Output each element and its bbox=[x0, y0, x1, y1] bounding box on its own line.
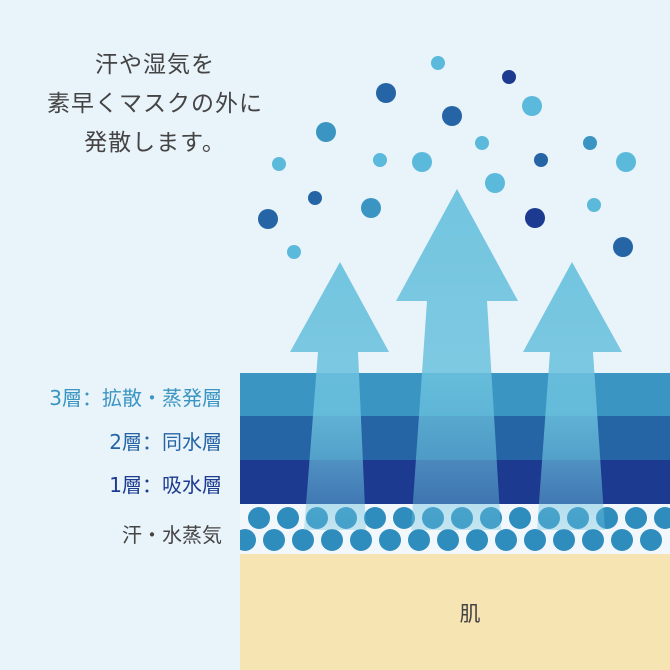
caption-line-1: 汗や湿気を bbox=[95, 52, 215, 78]
label-sweat-vapor: 汗・水蒸気 bbox=[122, 523, 222, 547]
vapor-arrows bbox=[290, 189, 622, 530]
label-layer-3: 3層：拡散・蒸発層 bbox=[49, 386, 222, 410]
label-layer-1: 1層：吸水層 bbox=[109, 473, 222, 497]
arrow-center bbox=[396, 189, 518, 530]
label-skin: 肌 bbox=[459, 602, 481, 626]
caption-line-2: 素早くマスクの外に bbox=[47, 91, 263, 117]
arrow-right bbox=[523, 262, 622, 530]
skin-area bbox=[240, 554, 670, 670]
caption: 汗や湿気を 素早くマスクの外に 発散します。 bbox=[0, 46, 310, 163]
floating-droplets bbox=[258, 56, 636, 259]
arrow-left bbox=[290, 262, 389, 530]
caption-line-3: 発散します。 bbox=[84, 130, 226, 156]
label-layer-2: 2層：同水層 bbox=[109, 430, 222, 454]
